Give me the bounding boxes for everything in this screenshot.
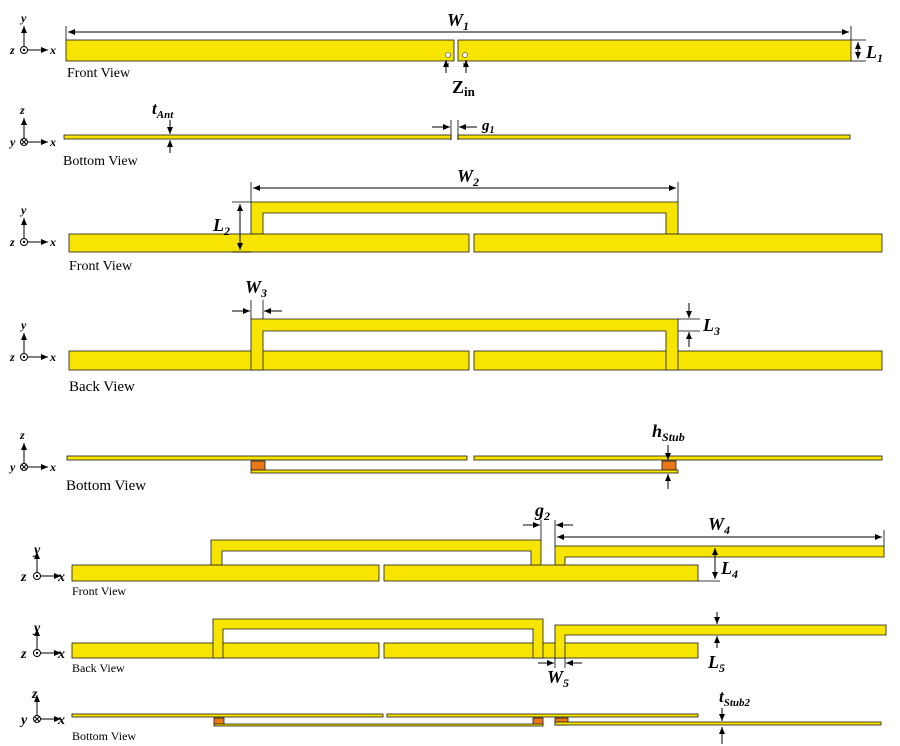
dipole-arm-left bbox=[71, 642, 380, 659]
axis-y-label: y bbox=[8, 135, 16, 149]
panel-4-caption: Back View bbox=[69, 379, 135, 395]
dimension-h-stub-label: hStub bbox=[652, 421, 685, 444]
panel-3-caption: Front View bbox=[69, 259, 133, 274]
axis-y-label: y bbox=[19, 11, 27, 25]
axis-z-label: z bbox=[19, 428, 25, 442]
axis-y-label: y bbox=[19, 318, 27, 332]
dimension-t-stub2-label: tStub2 bbox=[719, 687, 751, 709]
axis-y-label: y bbox=[32, 621, 41, 636]
axis-x-label: x bbox=[49, 460, 56, 474]
dimension-w1-label: W1 bbox=[447, 10, 469, 33]
panel-2-bottom-view: z x y tAnt g1 Bottom View bbox=[8, 99, 851, 169]
dimension-l3-label: L3 bbox=[702, 315, 720, 338]
axis-y-label: y bbox=[8, 460, 16, 474]
panel-1-caption: Front View bbox=[67, 66, 131, 81]
antenna-layer-right bbox=[457, 134, 851, 140]
parasitic-layer bbox=[250, 469, 679, 474]
axis-x-label: x bbox=[49, 135, 56, 149]
dimension-w5-label: W5 bbox=[547, 667, 569, 690]
dimension-w2-label: W2 bbox=[457, 166, 479, 189]
stub-right bbox=[661, 460, 677, 471]
dimension-g2-label: g2 bbox=[534, 500, 550, 523]
dimension-g1-label: g1 bbox=[481, 118, 495, 136]
parasitic-loop bbox=[250, 318, 679, 371]
feed-port-left bbox=[445, 52, 451, 58]
extension-strip bbox=[554, 545, 885, 566]
panel-6-caption: Front View bbox=[72, 584, 126, 598]
dipole-arm-left bbox=[68, 233, 470, 253]
axis-x-label: x bbox=[49, 43, 56, 57]
axis-triad-8: z x y bbox=[19, 687, 65, 728]
extension-layer bbox=[554, 721, 882, 726]
panel-2-caption: Bottom View bbox=[63, 154, 139, 169]
panel-5-caption: Bottom View bbox=[66, 478, 146, 494]
axis-z-label: z bbox=[31, 687, 38, 702]
panel-6-front-view: y x z g2 W4 L4 Front View bbox=[20, 500, 885, 598]
input-impedance-label: Zin bbox=[452, 77, 476, 99]
dipole-arm-left bbox=[71, 564, 380, 582]
axis-z-label: z bbox=[20, 647, 27, 662]
dipole-arm-right bbox=[383, 564, 699, 582]
antenna-layer-left bbox=[71, 713, 384, 718]
dimension-l1-label: L1 bbox=[865, 42, 883, 65]
panel-5-bottom-view: z x y hStub Bottom View bbox=[8, 421, 883, 494]
stub-left bbox=[250, 460, 266, 471]
feed-port-right bbox=[462, 52, 468, 58]
panel-4-back-view: y x z W3 L3 Back View bbox=[9, 277, 883, 395]
axis-triad-2: z x y bbox=[8, 103, 56, 149]
axis-x-label: x bbox=[57, 570, 65, 585]
dimension-w4-label: W4 bbox=[708, 514, 730, 537]
axis-z-label: z bbox=[19, 103, 25, 117]
panel-8-caption: Bottom View bbox=[72, 729, 136, 743]
antenna-layer-left bbox=[66, 455, 468, 461]
parasitic-loop bbox=[250, 201, 679, 235]
axis-x-label: x bbox=[57, 647, 65, 662]
parasitic-loop bbox=[210, 539, 542, 566]
panel-7-back-view: y x z L5 W5 Back View bbox=[20, 612, 887, 690]
axis-z-label: z bbox=[20, 570, 27, 585]
axis-x-label: x bbox=[57, 713, 65, 728]
parasitic-loop bbox=[212, 618, 544, 659]
dipole-arm-left bbox=[65, 39, 455, 62]
axis-triad-5: z x y bbox=[8, 428, 56, 474]
axis-x-label: x bbox=[49, 350, 56, 364]
axis-y-label: y bbox=[19, 203, 27, 217]
panel-8-bottom-view: z x y tStub2 Bottom View bbox=[19, 687, 882, 744]
dimension-l4-label: L4 bbox=[720, 558, 738, 581]
dipole-arm-left bbox=[68, 350, 470, 371]
axis-triad-7: y x z bbox=[20, 621, 65, 662]
dimension-l2-label: L2 bbox=[212, 215, 230, 238]
panel-3-front-view: y x z W2 L2 Front View bbox=[9, 166, 883, 274]
dipole-arm-right bbox=[457, 39, 852, 62]
parasitic-layer bbox=[213, 723, 544, 727]
axis-triad-3: y x z bbox=[9, 203, 56, 249]
axis-y-label: y bbox=[19, 713, 28, 728]
axis-triad-4: y x z bbox=[9, 318, 56, 364]
dimension-l5-label: L5 bbox=[707, 652, 725, 675]
dimension-w3-label: W3 bbox=[245, 277, 267, 300]
panel-7-caption: Back View bbox=[72, 661, 125, 675]
axis-triad-1: y x z bbox=[9, 11, 56, 57]
antenna-layer-left bbox=[63, 134, 452, 140]
panel-1-front-view: y x z W1 L1 Zin Front View bbox=[9, 10, 883, 99]
axis-z-label: z bbox=[9, 350, 15, 364]
axis-x-label: x bbox=[49, 235, 56, 249]
axis-z-label: z bbox=[9, 235, 15, 249]
antenna-layer-right bbox=[386, 713, 699, 718]
antenna-layer-right bbox=[473, 455, 883, 461]
axis-triad-6: y x z bbox=[20, 543, 65, 585]
dimension-t-ant-label: tAnt bbox=[152, 99, 174, 121]
dipole-arm-right bbox=[473, 233, 883, 253]
axis-y-label: y bbox=[32, 543, 41, 558]
axis-z-label: z bbox=[9, 43, 15, 57]
